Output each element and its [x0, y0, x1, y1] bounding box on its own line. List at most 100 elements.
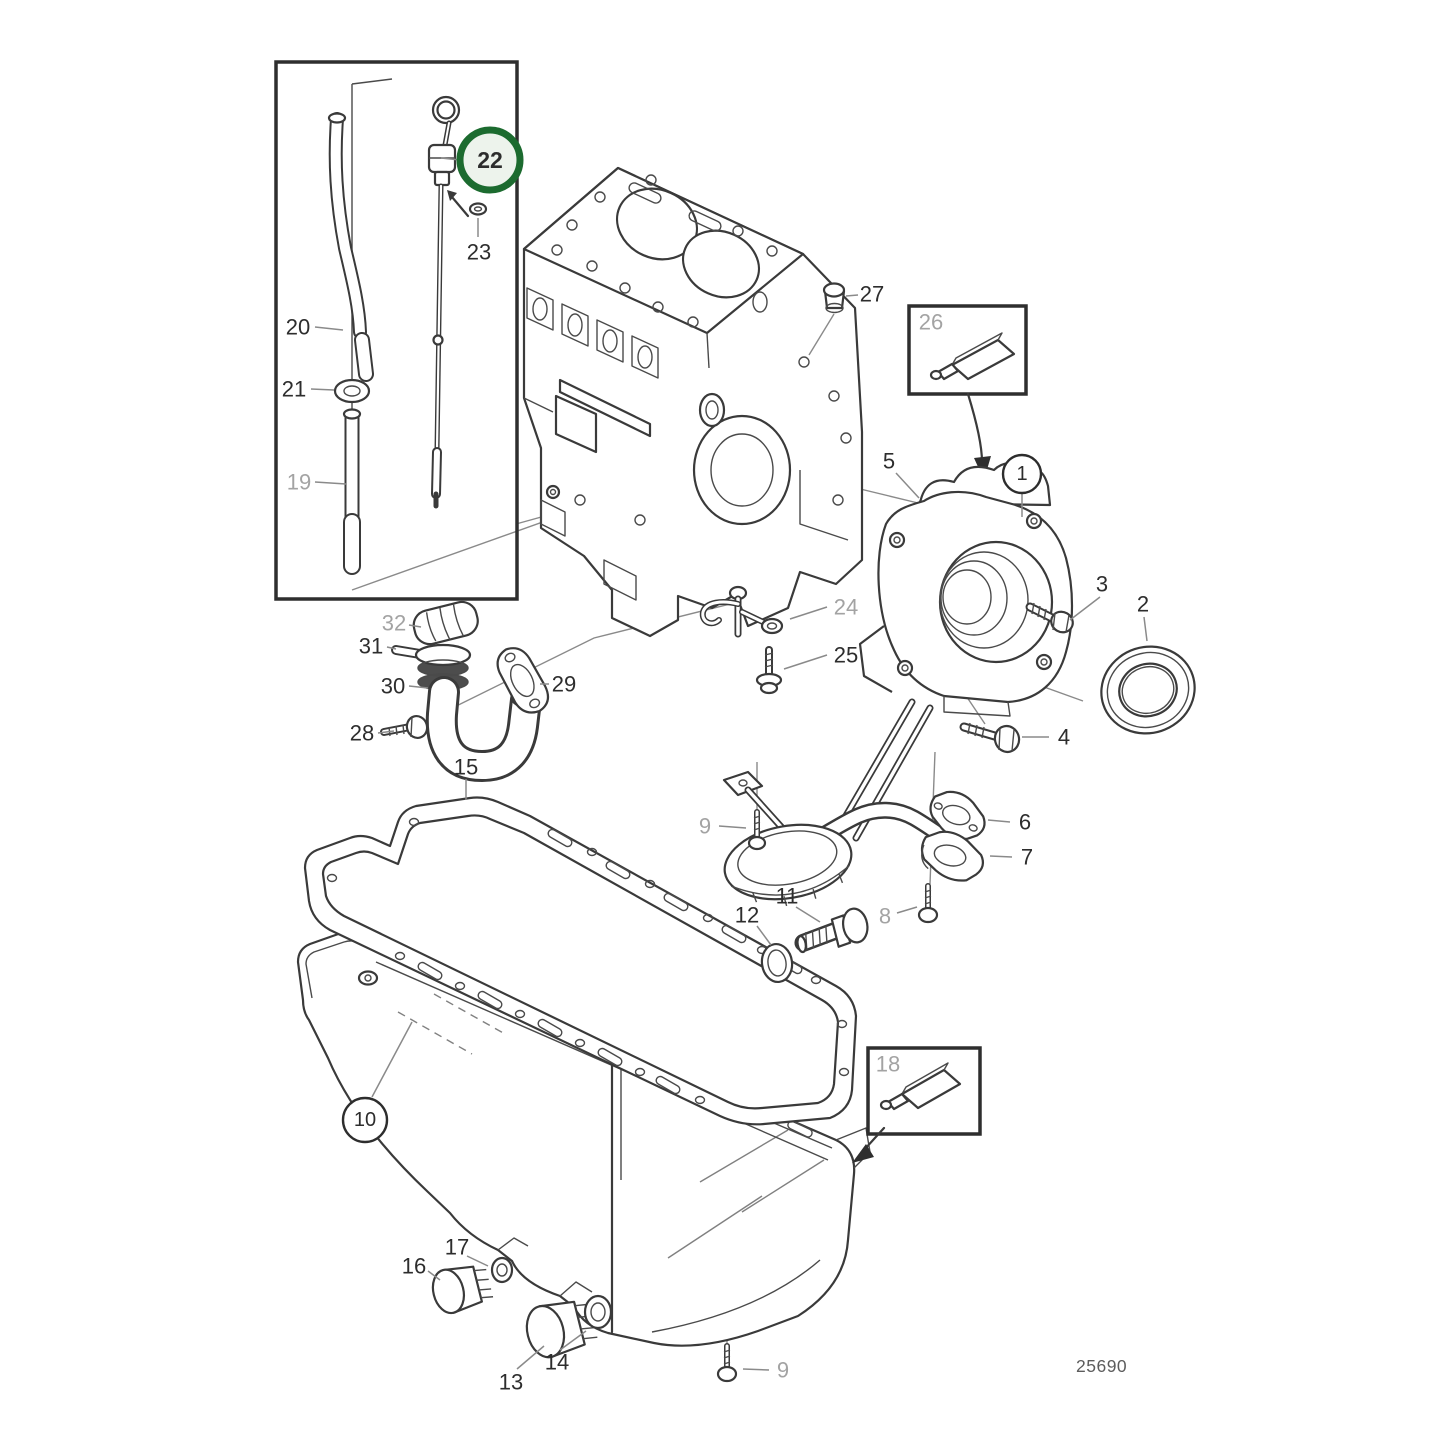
svg-text:5: 5 [883, 449, 895, 474]
part-label-15[interactable]: 15 [454, 755, 478, 801]
dipstick-tube-19 [342, 408, 362, 575]
oil-pan-gasket-drawing [303, 796, 858, 1126]
bolt-25 [755, 646, 783, 695]
part-label-11[interactable]: 11 [776, 884, 821, 923]
svg-text:14: 14 [545, 1350, 569, 1375]
bolt-9-upper [747, 809, 767, 851]
svg-text:10: 10 [354, 1109, 376, 1131]
part-label-31[interactable]: 31 [359, 634, 397, 659]
part-label-24[interactable]: 24 [789, 595, 858, 620]
svg-text:32: 32 [382, 611, 406, 636]
svg-text:15: 15 [454, 755, 478, 780]
part-label-16[interactable]: 16 [402, 1254, 441, 1281]
arrow-head [852, 1144, 874, 1163]
svg-text:27: 27 [860, 282, 884, 307]
part-label-17[interactable]: 17 [445, 1235, 489, 1267]
svg-text:8: 8 [879, 904, 891, 929]
deck-bolt-holes [551, 174, 778, 328]
part-label-18[interactable]: 18 [876, 1052, 900, 1077]
svg-text:31: 31 [359, 634, 383, 659]
svg-text:28: 28 [350, 721, 374, 746]
suction-flange-6 [929, 790, 986, 840]
part-label-12[interactable]: 12 [735, 903, 772, 946]
part-label-29[interactable]: 29 [540, 672, 576, 697]
sealant-tube-icon [879, 1062, 962, 1111]
part-label-21[interactable]: 21 [282, 377, 335, 402]
drawing-number: 25690 [1076, 1356, 1128, 1376]
svg-text:29: 29 [552, 672, 576, 697]
part-label-10[interactable]: 10 [341, 1021, 413, 1144]
svg-text:25: 25 [834, 643, 858, 668]
suction-pipe-assembly [722, 698, 986, 984]
part-label-6[interactable]: 6 [987, 810, 1031, 835]
svg-text:3: 3 [1096, 572, 1108, 597]
filler-flange-29 [496, 647, 550, 714]
part-label-8[interactable]: 8 [879, 904, 918, 929]
part-label-14[interactable]: 14 [545, 1330, 587, 1375]
part-label-9[interactable]: 9 [742, 1358, 789, 1383]
seal-14 [583, 1294, 613, 1330]
block-side-ports [526, 287, 659, 454]
svg-text:2: 2 [1137, 592, 1149, 617]
block-front-face [540, 291, 852, 601]
svg-text:9: 9 [777, 1358, 789, 1383]
bolt-8 [917, 883, 939, 924]
part-label-3[interactable]: 3 [1069, 572, 1108, 621]
svg-text:19: 19 [287, 470, 311, 495]
part-label-27[interactable]: 27 [845, 282, 884, 307]
svg-text:9: 9 [699, 814, 711, 839]
part-label-28[interactable]: 28 [350, 721, 395, 746]
engine-block-drawing [522, 166, 864, 638]
svg-text:17: 17 [445, 1235, 469, 1260]
svg-text:26: 26 [919, 310, 943, 335]
svg-text:16: 16 [402, 1254, 426, 1279]
svg-text:1: 1 [1016, 463, 1027, 485]
part-label-30[interactable]: 30 [381, 674, 429, 699]
svg-text:12: 12 [735, 903, 759, 928]
seal-17 [490, 1256, 514, 1284]
sealant-tube-icon [929, 332, 1016, 381]
breather-hose-20 [327, 112, 374, 382]
plug-11 [794, 907, 869, 954]
drain-plug-16 [431, 1265, 494, 1315]
suction-flange-7 [920, 830, 985, 882]
part-label-20[interactable]: 20 [286, 315, 344, 340]
part-label-7[interactable]: 7 [989, 845, 1033, 870]
part-label-5[interactable]: 5 [883, 449, 920, 499]
part-label-9[interactable]: 9 [699, 814, 747, 839]
grommet-21 [333, 378, 371, 404]
part-label-19[interactable]: 19 [287, 470, 347, 495]
svg-text:6: 6 [1019, 810, 1031, 835]
svg-text:24: 24 [834, 595, 858, 620]
filler-cap-32 [412, 600, 479, 646]
bolt-9-lower [716, 1343, 738, 1383]
part-label-2[interactable]: 2 [1137, 592, 1149, 642]
svg-text:13: 13 [499, 1370, 523, 1395]
bolt-3 [1025, 602, 1074, 634]
cap-27 [808, 282, 846, 356]
bolt-4 [959, 722, 1021, 754]
svg-text:21: 21 [282, 377, 306, 402]
svg-text:30: 30 [381, 674, 405, 699]
svg-text:7: 7 [1021, 845, 1033, 870]
part-label-23[interactable]: 23 [467, 218, 491, 265]
sealant-box-18 [852, 1046, 982, 1163]
part-label-1[interactable]: 1 [1001, 453, 1043, 517]
part-label-26[interactable]: 26 [919, 310, 943, 335]
part-label-22[interactable]: 22 [440, 126, 524, 194]
svg-text:20: 20 [286, 315, 310, 340]
dipstick-inset-box [274, 60, 519, 601]
part-label-25[interactable]: 25 [783, 643, 858, 670]
part-label-32[interactable]: 32 [382, 611, 422, 636]
part-label-4[interactable]: 4 [1022, 725, 1070, 750]
seal-12 [760, 942, 794, 984]
svg-text:18: 18 [876, 1052, 900, 1077]
part-label-13[interactable]: 13 [499, 1345, 545, 1395]
dipstick-seal-23 [447, 190, 488, 218]
oil-pump-drawing [858, 462, 1074, 717]
svg-text:22: 22 [477, 147, 503, 173]
sealant-box-26 [907, 304, 1028, 480]
seal-ring-2 [1100, 645, 1196, 735]
